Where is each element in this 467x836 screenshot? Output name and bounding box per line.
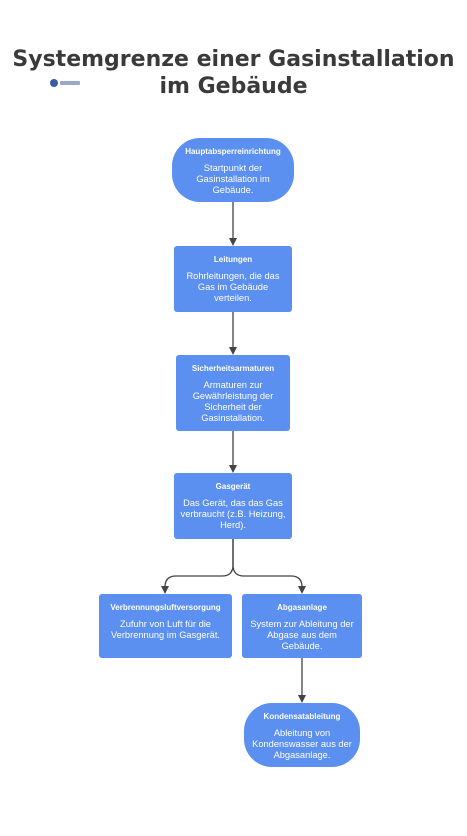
node-title: Sicherheitsarmaturen xyxy=(191,364,275,373)
node-sicherheitsarmaturen: Sicherheitsarmaturen Armaturen zur Gewäh… xyxy=(176,355,290,431)
node-hauptabsperreinrichtung: Hauptabsperreinrichtung Startpunkt der G… xyxy=(172,138,294,202)
node-verbrennungsluftversorgung: Verbrennungsluftversorgung Zufuhr von Lu… xyxy=(99,594,232,658)
node-title: Verbrennungsluftversorgung xyxy=(110,603,221,612)
node-title: Hauptabsperreinrichtung xyxy=(185,147,281,156)
node-text: Startpunkt der Gasinstallation im Gebäud… xyxy=(196,163,270,195)
node-text: Rohrleitungen, die das Gas im Gebäude ve… xyxy=(186,271,280,303)
node-text: System zur Ableitung der Abgase aus dem … xyxy=(250,619,354,651)
node-leitungen: Leitungen Rohrleitungen, die das Gas im … xyxy=(174,246,292,312)
node-title: Kondensatableitung xyxy=(263,712,341,721)
node-abgasanlage: Abgasanlage System zur Ableitung der Abg… xyxy=(242,594,362,658)
node-kondensatableitung: Kondensatableitung Ableitung von Kondens… xyxy=(244,703,360,767)
logo-icon xyxy=(50,78,84,87)
node-gasgeraet: Gasgerät Das Gerät, das das Gas verbrauc… xyxy=(174,473,292,539)
page-title: Systemgrenze einer Gasinstallation im Ge… xyxy=(12,47,455,99)
edge-gasgeraet-abgasanlage xyxy=(232,539,306,594)
node-text: Armaturen zur Gewährleistung der Sicherh… xyxy=(192,380,274,423)
node-title: Leitungen xyxy=(213,255,253,264)
edge-gasgeraet-verbrennungsluftversorgung xyxy=(161,539,234,594)
node-title: Gasgerät xyxy=(215,482,251,491)
node-title: Abgasanlage xyxy=(277,603,327,612)
node-text: Das Gerät, das das Gas verbraucht (z.B. … xyxy=(180,498,286,530)
node-text: Ableitung von Kondenswasser aus der Abga… xyxy=(252,728,352,760)
node-text: Zufuhr von Luft für die Verbrennung im G… xyxy=(110,619,221,640)
